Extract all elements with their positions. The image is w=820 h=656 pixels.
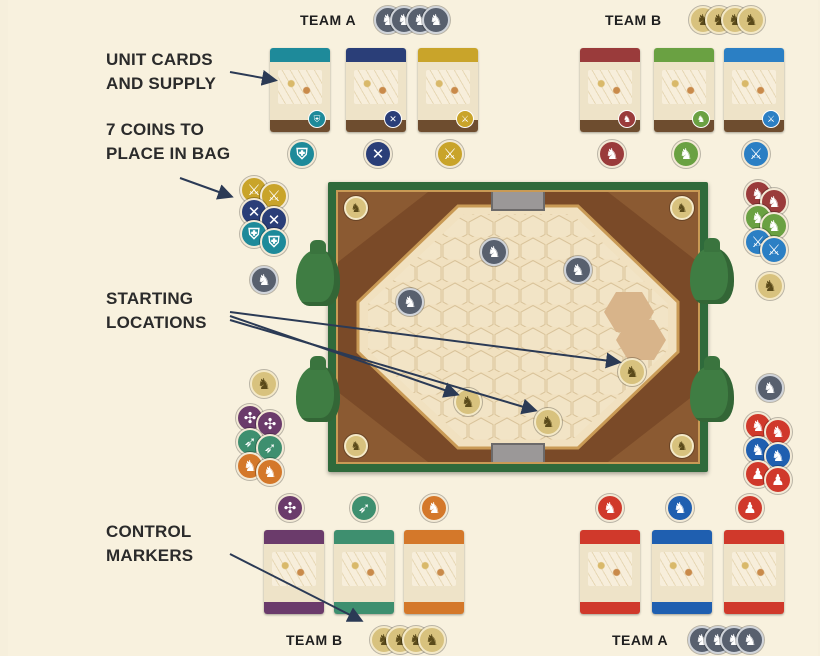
unit-card: ⛨ (270, 48, 330, 132)
unit-cards-line2: AND SUPPLY (106, 74, 217, 93)
corner-crest: ♞ (344, 196, 368, 220)
control-marker: ♟ (736, 494, 764, 522)
bag-left-bottom (296, 356, 340, 422)
supply-coin: ♞ (598, 140, 626, 168)
starting-coin-silver: ♞ (564, 256, 592, 284)
supply-coin: ⛨ (288, 140, 316, 168)
arrow-unit-cards (229, 69, 278, 86)
corner-crest: ♞ (670, 196, 694, 220)
unit-cards-line1: UNIT CARDS (106, 50, 213, 69)
unit-card (334, 530, 394, 614)
starting-line2: LOCATIONS (106, 313, 207, 332)
supply-coin: ⚔ (436, 140, 464, 168)
supply-coin: ♞ (672, 140, 700, 168)
unit-card: ♞ (654, 48, 714, 132)
starting-coin-gold: ♞ (618, 358, 646, 386)
silver-coin: ♞ (422, 6, 450, 34)
team-b-top-label: TEAM B (605, 12, 662, 28)
unit-card (724, 530, 784, 614)
starting-coin-gold: ♞ (534, 408, 562, 436)
game-setup-diagram: TEAM A ♞ ♞ ♞ ♞ TEAM B ♞ ♞ ♞ ♞ UNIT CARDS… (8, 0, 818, 656)
bag-left-top (296, 240, 340, 306)
bag-coin: ⛨ (260, 228, 288, 256)
unit-cards-label: UNIT CARDS AND SUPPLY (106, 48, 216, 96)
coins-label: 7 COINS TO PLACE IN BAG (106, 118, 230, 166)
gold-coin: ♞ (737, 6, 765, 34)
unit-card (264, 530, 324, 614)
gold-coin: ♞ (250, 370, 278, 398)
bag-right-bottom (690, 356, 734, 422)
starting-locations-label: STARTING LOCATIONS (106, 287, 207, 335)
gold-coin: ♞ (756, 272, 784, 300)
unit-card (580, 530, 640, 614)
game-board: ♞ ♞ ♞ ♞ ♞ ♞ ♞ ♞ ♞ ♞ (328, 182, 708, 472)
coins-line1: 7 COINS TO (106, 120, 205, 139)
corner-crest: ♞ (344, 434, 368, 458)
unit-card (404, 530, 464, 614)
silver-coin: ♞ (736, 626, 764, 654)
board-art (338, 192, 698, 462)
control-markers-label: CONTROL MARKERS (106, 520, 193, 568)
coins-line2: PLACE IN BAG (106, 144, 231, 163)
starting-line1: STARTING (106, 289, 194, 308)
unit-card: ✕ (346, 48, 406, 132)
silver-coin: ♞ (756, 374, 784, 402)
control-line2: MARKERS (106, 546, 194, 565)
bag-coin: ♟ (764, 466, 792, 494)
unit-card: ⚔ (724, 48, 784, 132)
unit-card: ⚔ (418, 48, 478, 132)
control-marker: ♞ (596, 494, 624, 522)
team-a-bottom-label: TEAM A (612, 632, 669, 648)
team-a-top-label: TEAM A (300, 12, 357, 28)
bag-right-top (690, 238, 734, 304)
control-line1: CONTROL (106, 522, 192, 541)
control-marker: ➶ (350, 494, 378, 522)
bag-coin: ⚔ (260, 182, 288, 210)
starting-coin-silver: ♞ (480, 238, 508, 266)
unit-card: ♞ (580, 48, 640, 132)
team-b-bottom-label: TEAM B (286, 632, 343, 648)
gold-coin: ♞ (418, 626, 446, 654)
arrow-coins (179, 177, 234, 200)
bag-coin: ♞ (256, 458, 284, 486)
supply-coin: ✕ (364, 140, 392, 168)
silver-coin: ♞ (250, 266, 278, 294)
unit-card (652, 530, 712, 614)
starting-coin-gold: ♞ (454, 388, 482, 416)
control-marker: ♞ (666, 494, 694, 522)
bag-coin: ⚔ (760, 236, 788, 264)
supply-coin: ⚔ (742, 140, 770, 168)
starting-coin-silver: ♞ (396, 288, 424, 316)
corner-crest: ♞ (670, 434, 694, 458)
control-marker: ♞ (420, 494, 448, 522)
board-frame: ♞ ♞ ♞ ♞ ♞ ♞ ♞ ♞ ♞ ♞ (336, 190, 700, 464)
control-marker: ✣ (276, 494, 304, 522)
